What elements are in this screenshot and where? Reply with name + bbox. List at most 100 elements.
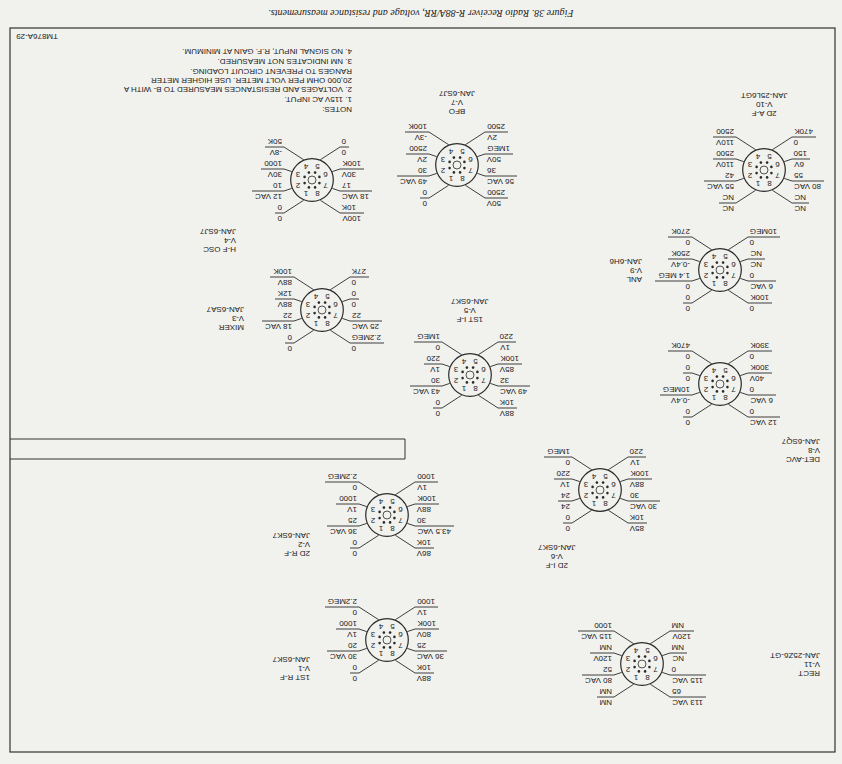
pin-dot <box>591 492 594 495</box>
pin-resistance: 42 <box>725 171 734 180</box>
pin-number: 5 <box>473 357 477 366</box>
pin-voltage: 2V <box>487 133 497 142</box>
pin-dot <box>716 390 719 393</box>
pin-dot <box>453 171 456 174</box>
pin-dot <box>389 631 392 634</box>
pin-dot <box>328 312 331 315</box>
pin-lead <box>668 351 712 364</box>
pin-voltage: 88V <box>417 505 431 514</box>
pin-dot <box>383 646 386 649</box>
pin-dot <box>453 156 456 159</box>
pin-lead <box>728 404 780 417</box>
pin-voltage: 0 <box>288 344 292 353</box>
pin-dot <box>389 506 392 509</box>
pin-voltage: 88V <box>278 300 292 309</box>
socket-outline <box>620 642 664 686</box>
pin-lead <box>327 648 367 651</box>
pin-lead <box>704 178 744 181</box>
pin-number: 3 <box>371 505 375 514</box>
pin-lead <box>265 147 304 160</box>
pin-resistance: NC <box>722 193 734 202</box>
pin-dot <box>393 517 396 520</box>
pin-resistance: NC <box>750 249 762 258</box>
pin-lead <box>668 237 712 250</box>
pin-lead <box>563 510 592 523</box>
pin-lead <box>772 190 809 203</box>
tube-name-line: V-9 <box>610 266 642 275</box>
pin-lead <box>320 147 349 160</box>
pin-dot <box>633 666 636 669</box>
socket-outline <box>435 143 479 187</box>
pin-number: 6 <box>731 260 735 269</box>
pin-resistance: 2.2MEG <box>352 333 381 342</box>
pin-resistance: 10K <box>630 513 644 522</box>
tube-name-line: V-10 <box>741 100 788 109</box>
socket-key <box>383 636 391 644</box>
socket-key <box>716 266 724 274</box>
pin-resistance: 100K <box>273 267 292 276</box>
pin-number: 8 <box>390 524 394 533</box>
pin-resistance: 1MEG <box>487 144 510 153</box>
pin-resistance: NM <box>672 643 684 652</box>
tube-socket: 2D A-FV-10JAN-25L6GT <box>742 148 786 192</box>
pin-resistance: 0 <box>750 271 754 280</box>
note-text: 2. VOLTAGES AND RESISTANCES MEASURED TO … <box>122 67 352 94</box>
pin-voltage: 43 VAC <box>413 387 440 396</box>
pin-dot <box>389 646 392 649</box>
pin-dot <box>476 377 479 380</box>
note-text: 1. 115V AC INPUT. <box>122 95 352 104</box>
pin-resistance: 0 <box>750 407 754 416</box>
tube-socket: MIXERV-3JAN-6SA7 <box>300 288 344 332</box>
pin-voltage: 0 <box>686 418 690 427</box>
pin-voltage: 0 <box>342 148 346 157</box>
pin-dot <box>378 636 381 639</box>
pin-dot <box>644 670 647 673</box>
pin-lead <box>275 200 304 213</box>
pin-voltage: NC <box>672 654 684 663</box>
pin-resistance: 470K <box>794 127 813 136</box>
pin-resistance: 2500 <box>716 149 734 158</box>
pin-resistance: 12K <box>278 289 292 298</box>
pin-voltage: 0 <box>423 199 427 208</box>
pin-voltage: 100V <box>342 214 361 223</box>
pin-number: 6 <box>333 300 337 309</box>
socket-key <box>453 161 461 169</box>
pin-number: 1 <box>712 279 716 288</box>
tube-name-line: 2D I-F <box>538 561 575 570</box>
pin-lead <box>597 684 634 697</box>
pin-number: 5 <box>390 622 394 631</box>
pin-number: 2 <box>626 665 630 674</box>
pin-resistance: 0 <box>423 188 427 197</box>
tube-name-line: JAN-6SK7 <box>273 655 310 664</box>
pin-resistance: 36 <box>487 166 496 175</box>
tube-name-line: DET-AVC <box>782 455 820 464</box>
pin-voltage: NC <box>722 204 734 213</box>
pin-number: 1 <box>592 499 596 508</box>
pin-dot <box>602 496 605 499</box>
pin-dot <box>472 366 475 369</box>
pin-number: 8 <box>603 499 607 508</box>
socket-circle <box>366 619 409 662</box>
pin-number: 3 <box>454 365 458 374</box>
pin-dot <box>303 182 306 185</box>
pin-resistance: 52 <box>603 665 612 674</box>
pin-lead <box>325 607 379 620</box>
pin-voltage: 0 <box>686 374 690 383</box>
pin-resistance: 0 <box>278 203 282 212</box>
pin-resistance: 30 <box>417 516 426 525</box>
pin-voltage: 30 VAC <box>630 502 657 511</box>
pin-resistance: 30 <box>431 376 440 385</box>
pin-dot <box>716 276 719 279</box>
pin-dot <box>466 366 469 369</box>
pin-resistance: 0 <box>353 663 357 672</box>
pin-dot <box>393 511 396 514</box>
pin-number: 3 <box>296 170 300 179</box>
pin-resistance: 2.2MEG <box>328 597 357 606</box>
tube-label: 1ST I-FV-5JAN-6SK7 <box>451 297 488 324</box>
pin-dot <box>770 166 773 169</box>
pin-dot <box>606 492 609 495</box>
pin-lead <box>395 660 434 673</box>
tube-socket: DET-AVCV-8JAN-6SQ7 <box>698 362 742 406</box>
pin-number: 2 <box>454 376 458 385</box>
pin-dot <box>726 266 729 269</box>
